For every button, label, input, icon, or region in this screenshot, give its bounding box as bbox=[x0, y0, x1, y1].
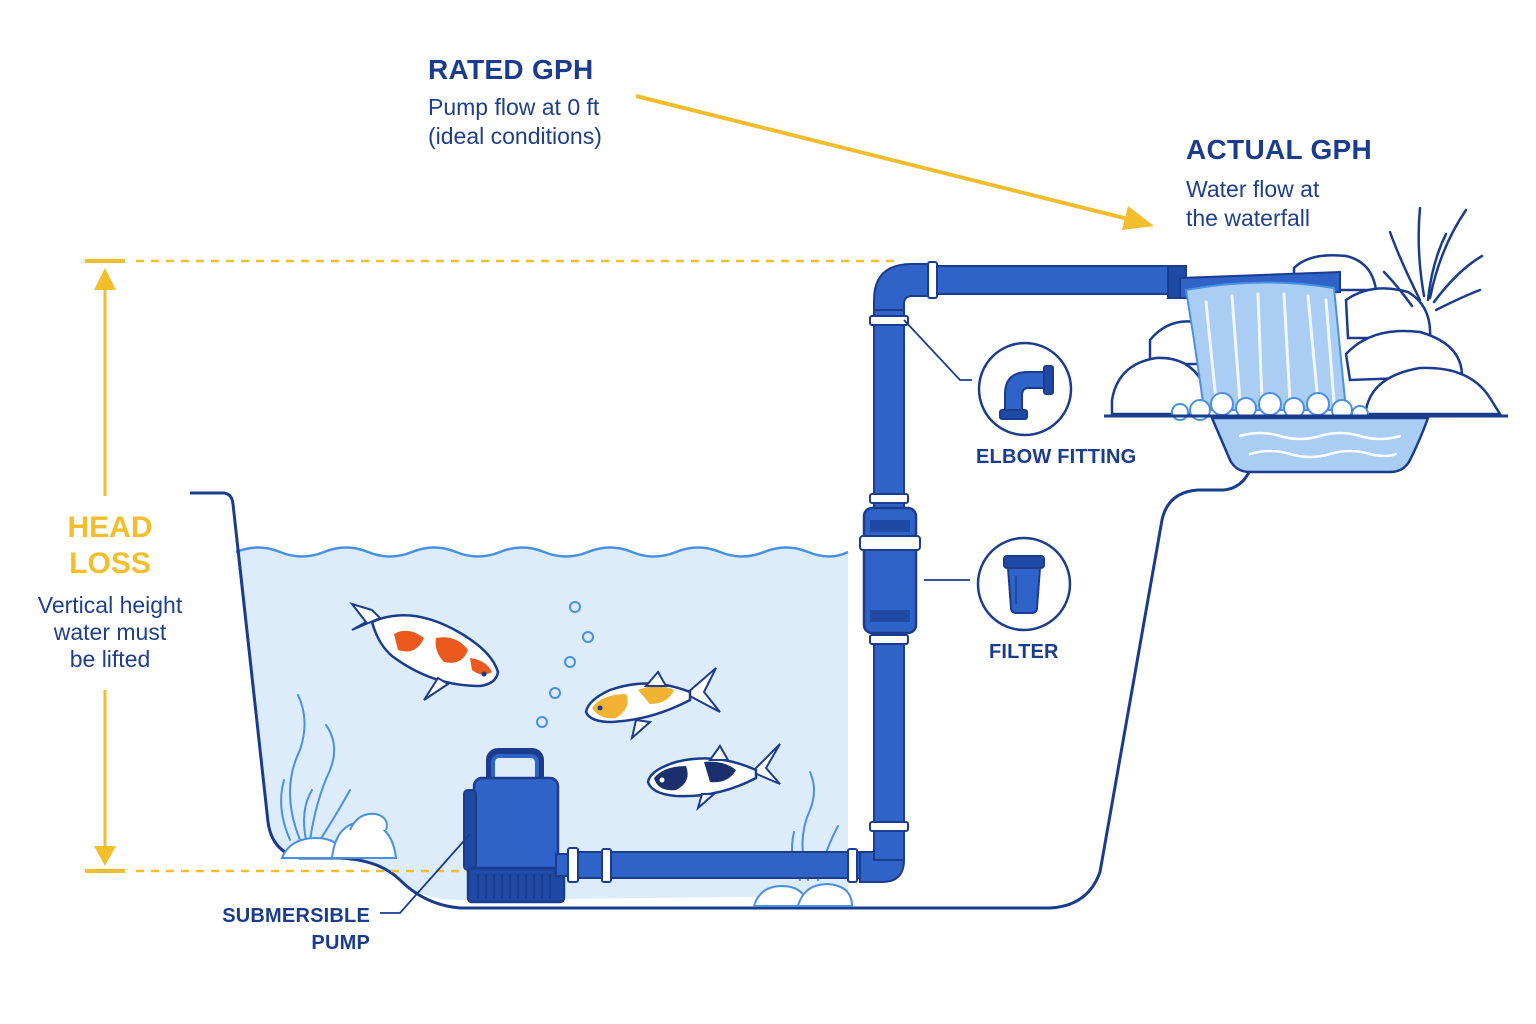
elbow-callout-line bbox=[903, 319, 972, 381]
plant-icon bbox=[280, 694, 351, 841]
filter-label: FILTER bbox=[989, 641, 1059, 663]
rock-icon bbox=[752, 882, 854, 907]
actual-gph-title: ACTUAL GPH bbox=[1186, 134, 1373, 165]
koi-fish-icon bbox=[646, 743, 781, 811]
head-arrow-down-icon bbox=[94, 846, 116, 866]
head-loss-description: Vertical height water must be lifted bbox=[37, 592, 183, 672]
koi-fish-icon bbox=[349, 602, 500, 701]
head-arrow-up-icon bbox=[94, 268, 116, 290]
filter-icon bbox=[976, 536, 1072, 632]
bubbles bbox=[536, 601, 594, 728]
elbow-fitting-label: ELBOW FITTING bbox=[976, 446, 1137, 468]
rated-gph-description: Pump flow at 0 ft (ideal conditions) bbox=[428, 94, 602, 149]
koi-fish-icon bbox=[584, 667, 721, 741]
elbow-fitting-icon bbox=[977, 341, 1073, 437]
rated-gph-title: RATED GPH bbox=[428, 54, 594, 85]
rock-icon bbox=[280, 812, 398, 859]
water-surface-line bbox=[235, 546, 849, 558]
pond-outline bbox=[190, 469, 1252, 910]
flow-arrow-head-icon bbox=[1122, 206, 1154, 230]
flow-arrow bbox=[635, 94, 1141, 224]
actual-gph-description: Water flow at the waterfall bbox=[1186, 176, 1320, 231]
waterfall-icon bbox=[1104, 206, 1508, 474]
head-loss-title: HEAD LOSS bbox=[67, 511, 153, 580]
submersible-pump-label: SUBMERSIBLE PUMP bbox=[222, 905, 370, 954]
inline-filter bbox=[859, 506, 921, 635]
pump-callout-line bbox=[380, 833, 471, 914]
submersible-pump-icon bbox=[463, 748, 579, 904]
pipe-couplers bbox=[601, 261, 938, 883]
